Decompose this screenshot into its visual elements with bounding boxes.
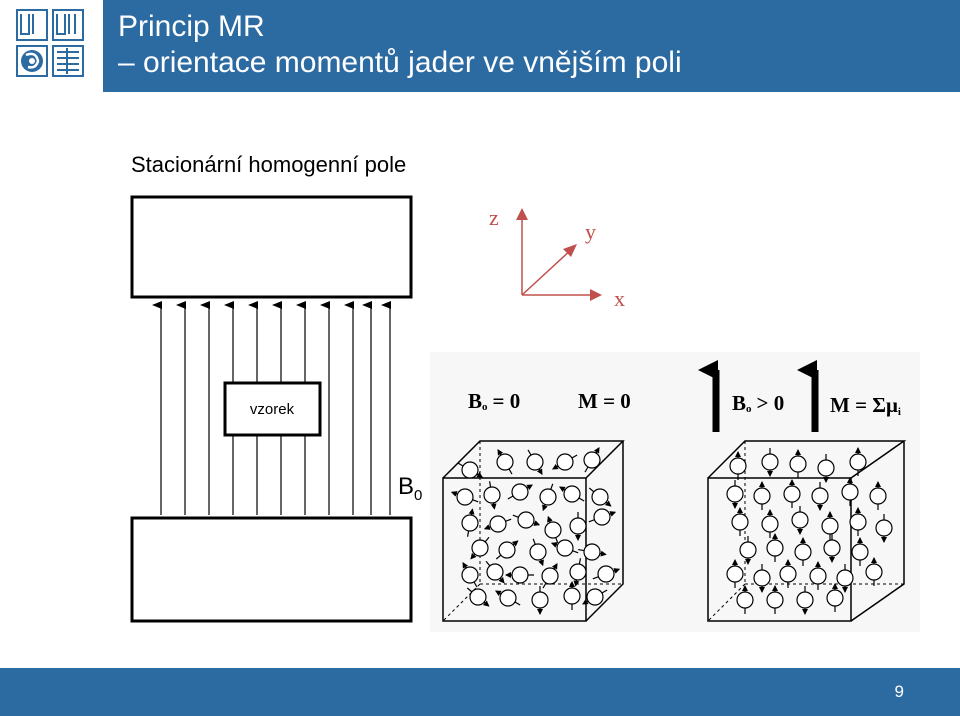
spin-right-23 [753,564,771,593]
spin-left-24 [505,566,534,584]
left-b-equation: Bo= 0 [468,389,520,413]
header-bar: Princip MR – orientace momentů jader ve … [0,0,960,92]
spin-left-6 [483,481,501,510]
spin-right-20 [823,534,841,563]
spin-left-11 [461,508,479,537]
spin-right-26 [836,564,854,593]
spin-right-22 [726,559,744,588]
field-label: B0 [398,473,422,504]
spin-right-7 [783,479,801,508]
spin-left-9 [559,485,585,503]
spin-left-10 [588,487,612,507]
spin-right-25 [809,561,827,590]
spin-left-16 [588,508,617,526]
spin-left-30 [531,586,549,615]
spin-right-27 [865,557,883,586]
spin-left-25 [541,563,559,589]
spin-right-12 [761,509,779,538]
spin-left-23 [485,560,505,584]
footer-bar: 9 [0,668,960,716]
spin-left-18 [495,540,519,560]
spin-right-21 [851,537,869,566]
spin-right-0 [729,451,747,480]
spin-left-2 [526,449,544,475]
spin-left-27 [592,565,621,583]
sample-label: vzorek [250,401,295,418]
spin-left-14 [544,515,562,544]
spin-right-30 [796,586,814,615]
spin-right-13 [791,506,809,535]
magnet-pole-bottom [130,516,413,623]
spin-left-29 [495,589,521,607]
spin-right-1 [761,448,779,477]
spin-left-20 [550,539,579,557]
spin-left-22 [461,562,479,588]
spins-left [450,447,621,615]
right-b-equation: Bo> 0 [732,391,784,415]
section-title: Stacionární homogenní pole [131,152,407,177]
spin-right-18 [766,533,784,562]
spin-right-6 [753,481,771,510]
spin-left-31 [563,581,581,610]
spin-left-8 [539,483,557,512]
page-number: 9 [894,682,904,701]
coordinate-axes [516,208,602,301]
spin-right-16 [875,514,893,543]
spin-left-4 [583,447,601,473]
spins-right [726,447,893,615]
spin-right-4 [849,447,867,476]
spin-right-28 [736,585,754,614]
spin-right-24 [779,559,797,588]
university-logo [0,0,103,92]
spin-right-5 [726,480,744,509]
spin-left-28 [466,587,490,607]
spin-left-17 [470,536,490,560]
spin-right-29 [766,585,784,614]
spin-left-21 [578,543,607,561]
cube-right [707,440,907,622]
axis-z-label: z [489,205,499,230]
axis-y-label: y [585,219,596,244]
slide-subtitle: – orientace momentů jader ve vnějším pol… [118,46,682,79]
spin-right-17 [739,536,757,565]
spin-right-15 [849,507,867,536]
spin-right-8 [811,482,829,511]
slide-figure: vzorek B0 z y x Bo= 0 M = 0 Bo> 0 M = Σμ… [130,195,907,623]
right-m-equation: M = Σμi [830,393,901,418]
spin-left-26 [569,558,587,587]
spin-left-13 [512,511,541,529]
spin-right-10 [869,481,887,510]
spin-right-2 [789,449,807,478]
spin-left-0 [457,461,483,479]
spin-left-5 [450,488,479,506]
spin-right-9 [841,477,859,506]
slide-title: Princip MR [118,10,265,43]
spin-left-19 [529,538,547,567]
spin-right-3 [817,454,835,483]
spin-left-12 [483,515,512,533]
sample-box [223,381,322,437]
axis-x-label: x [614,286,625,311]
spin-left-32 [582,588,608,606]
spin-right-31 [826,583,844,612]
spin-right-19 [794,537,812,566]
spin-right-11 [731,507,749,536]
spin-left-7 [507,483,533,501]
spin-left-1 [496,449,514,475]
spin-left-3 [552,453,578,471]
left-m-equation: M = 0 [578,389,631,413]
spin-right-14 [821,511,839,540]
magnet-pole-top [130,195,413,299]
spin-left-15 [569,512,587,541]
